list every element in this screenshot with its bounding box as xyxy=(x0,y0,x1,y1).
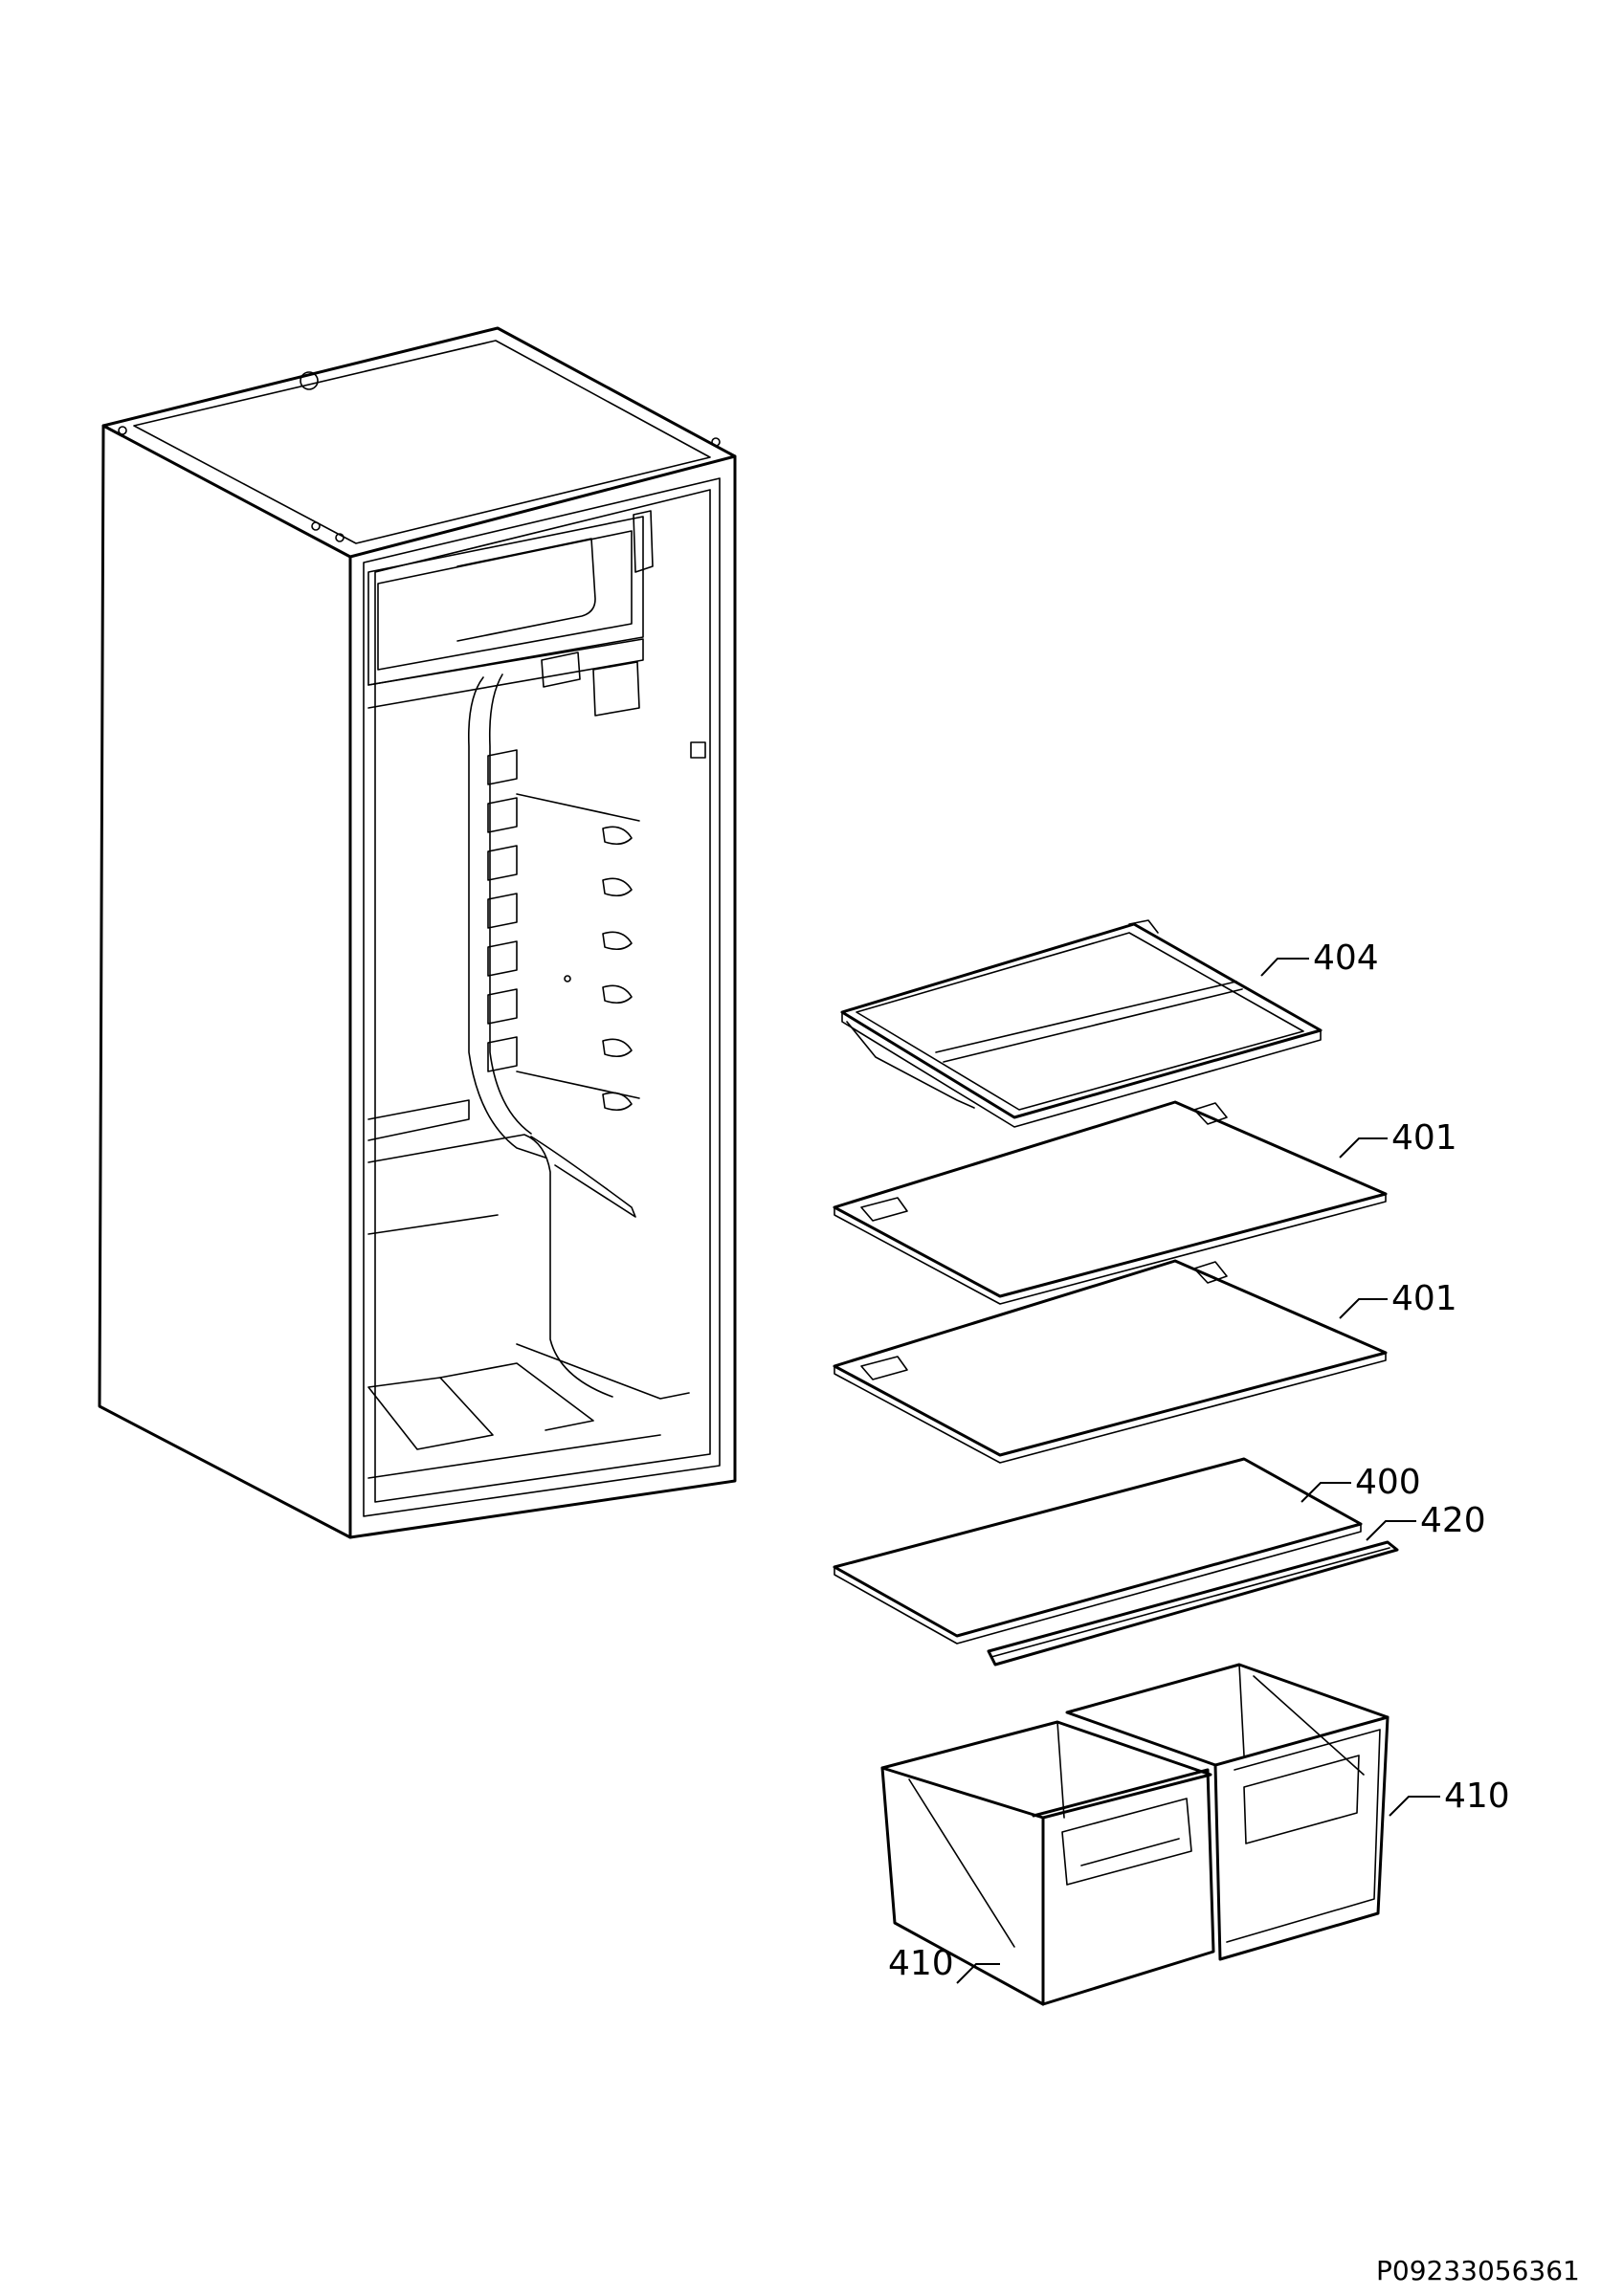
leader-lines xyxy=(956,958,1440,1984)
rear-wall-guides xyxy=(602,826,633,1112)
part-410-crisper-drawer-right xyxy=(1065,1663,1390,1961)
callout-400: 400 xyxy=(1355,1463,1421,1502)
part-404-shelf-with-frame xyxy=(840,919,1323,1128)
fridge-cabinet xyxy=(98,326,737,1539)
callout-420: 420 xyxy=(1420,1501,1486,1540)
part-401-glass-shelf-upper xyxy=(833,1100,1388,1305)
part-420-front-trim xyxy=(987,1540,1399,1667)
callout-401-lower: 401 xyxy=(1391,1279,1457,1318)
callout-404: 404 xyxy=(1313,938,1379,978)
shelf-support-ribs xyxy=(487,749,518,1072)
callout-410-left: 410 xyxy=(888,1944,954,1983)
callout-401-upper: 401 xyxy=(1391,1118,1457,1158)
part-410-crisper-drawer-left xyxy=(880,1720,1215,2006)
part-400-crisper-cover xyxy=(833,1457,1363,1645)
part-401-glass-shelf-lower xyxy=(833,1259,1388,1464)
callout-410-right: 410 xyxy=(1444,1777,1510,1816)
document-code: P09233056361 xyxy=(1376,2255,1580,2286)
